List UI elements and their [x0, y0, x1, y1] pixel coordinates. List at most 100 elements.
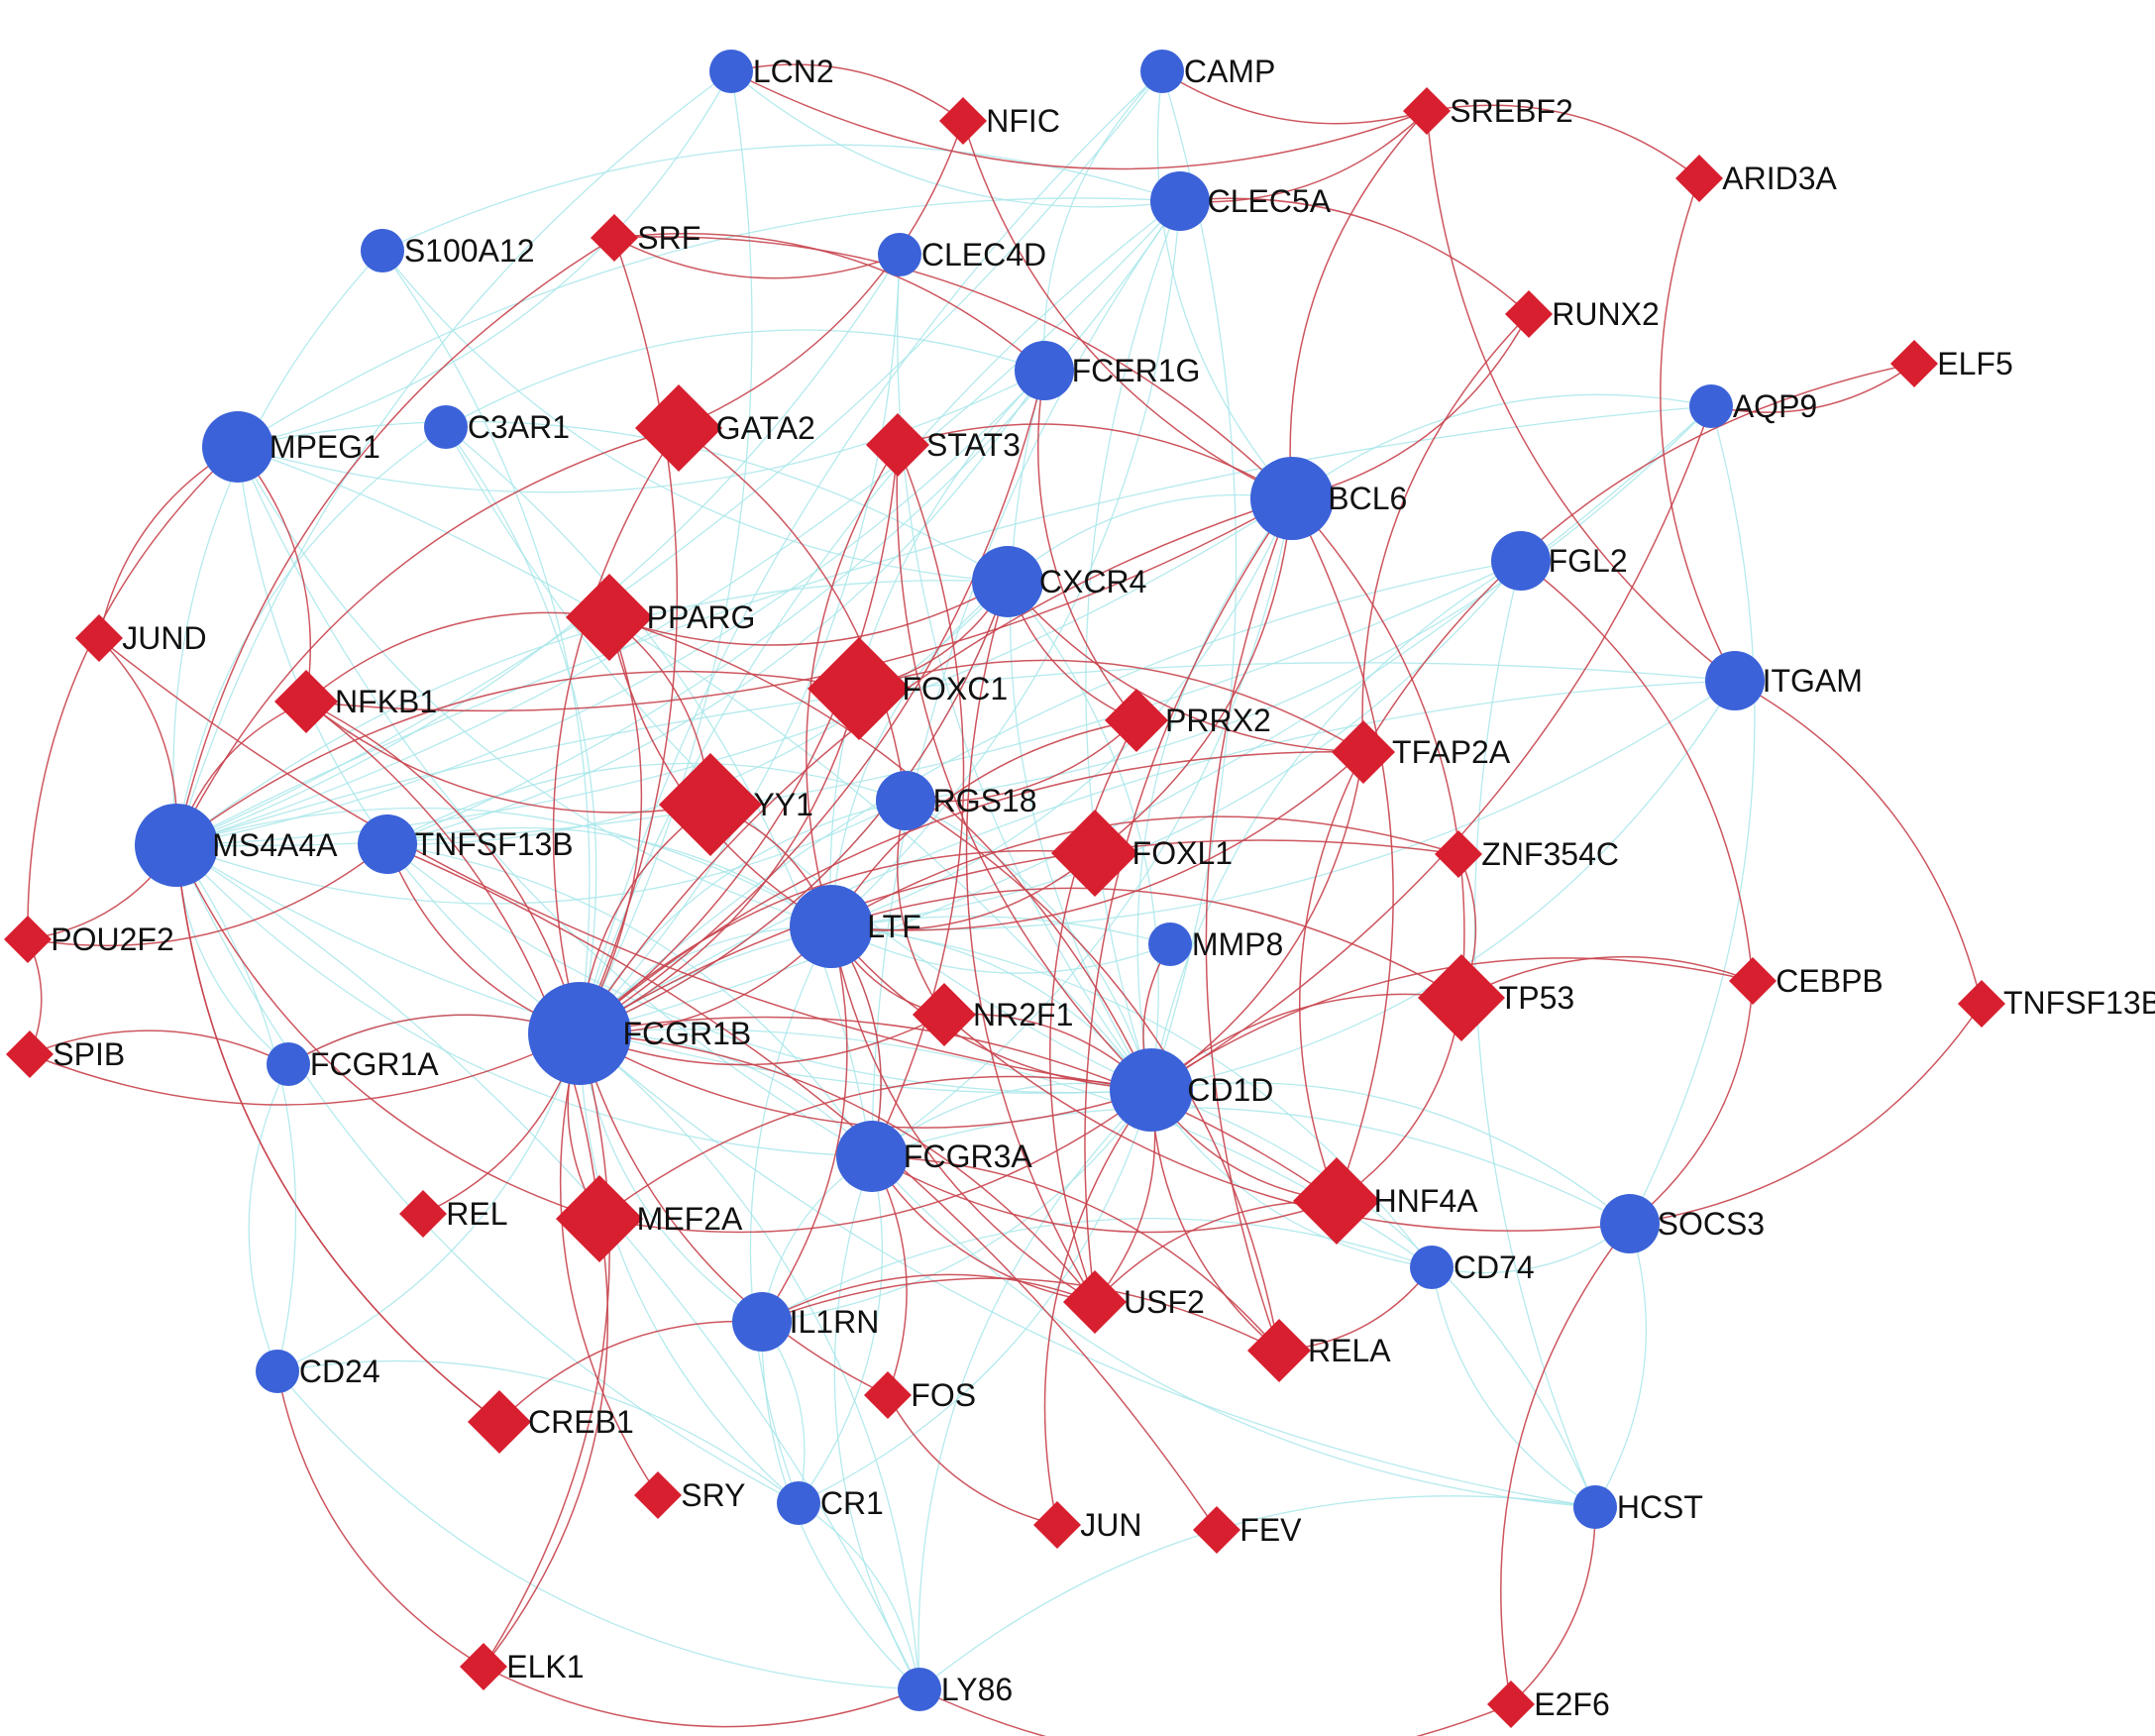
edge-nfkb1-mef2a — [305, 701, 600, 1220]
node-tnfsf13b[interactable]: TNFSF13B — [358, 814, 574, 874]
node-label: RGS18 — [933, 783, 1037, 818]
node-c3ar1[interactable]: C3AR1 — [424, 405, 570, 449]
node-fgl2[interactable]: FGL2 — [1491, 531, 1628, 591]
node-lcn2[interactable]: LCN2 — [709, 50, 834, 93]
gene-circle-icon — [1600, 1194, 1660, 1253]
node-runx2[interactable]: RUNX2 — [1505, 290, 1660, 338]
node-usf2[interactable]: USF2 — [1063, 1270, 1205, 1334]
edge-znf354c-ltf — [830, 815, 1459, 927]
node-srf[interactable]: SRF — [591, 214, 700, 262]
edge-bcl6-usf2 — [1084, 497, 1293, 1303]
node-jun[interactable]: JUN — [1033, 1501, 1141, 1549]
node-cr1[interactable]: CR1 — [777, 1481, 884, 1525]
edge-creb1-ms4a4a — [175, 844, 500, 1423]
node-foxl1[interactable]: FOXL1 — [1051, 810, 1233, 897]
node-arid3a[interactable]: ARID3A — [1675, 155, 1838, 202]
tf-diamond-icon — [1193, 1506, 1240, 1554]
node-camp[interactable]: CAMP — [1140, 50, 1275, 93]
node-label: CD74 — [1454, 1249, 1535, 1285]
node-tnfsf13b-tf[interactable]: TNFSF13B — [1958, 980, 2155, 1028]
edge-tfap2a-ltf — [830, 751, 1364, 931]
tf-diamond-icon — [1487, 1681, 1535, 1728]
node-pou2f2[interactable]: POU2F2 — [4, 916, 174, 963]
node-elf5[interactable]: ELF5 — [1890, 340, 2013, 387]
edge-lcn2-fcgr1b — [579, 70, 753, 1034]
node-clec4d[interactable]: CLEC4D — [878, 233, 1046, 276]
edge-cxcr4-ltf — [830, 581, 1009, 927]
node-label: TFAP2A — [1392, 734, 1511, 770]
node-hnf4a[interactable]: HNF4A — [1293, 1157, 1478, 1245]
node-creb1[interactable]: CREB1 — [468, 1390, 634, 1454]
node-fcgr3a[interactable]: FCGR3A — [836, 1121, 1032, 1192]
node-itgam[interactable]: ITGAM — [1705, 651, 1863, 710]
node-prrx2[interactable]: PRRX2 — [1105, 689, 1271, 752]
edge-fcgr1b-ly86 — [579, 1032, 920, 1690]
node-socs3[interactable]: SOCS3 — [1600, 1194, 1765, 1253]
node-gata2[interactable]: GATA2 — [635, 384, 815, 472]
tf-diamond-icon — [808, 637, 911, 740]
node-fcer1g[interactable]: FCER1G — [1015, 341, 1200, 400]
node-e2f6[interactable]: E2F6 — [1487, 1681, 1610, 1728]
node-fos[interactable]: FOS — [864, 1371, 976, 1419]
node-nfkb1[interactable]: NFKB1 — [274, 670, 437, 733]
node-aqp9[interactable]: AQP9 — [1689, 384, 1817, 428]
edge-il1rn-rela — [761, 1277, 1280, 1352]
node-fcgr1a[interactable]: FCGR1A — [267, 1042, 439, 1086]
node-rel[interactable]: REL — [399, 1190, 508, 1238]
node-pparg[interactable]: PPARG — [566, 574, 755, 661]
node-tfap2a[interactable]: TFAP2A — [1332, 720, 1511, 784]
tf-diamond-icon — [6, 1031, 54, 1078]
gene-circle-icon — [836, 1121, 908, 1192]
node-jund[interactable]: JUND — [75, 614, 207, 662]
edge-elk1-mef2a — [483, 1218, 609, 1668]
node-ms4a4a[interactable]: MS4A4A — [135, 804, 338, 887]
node-bcl6[interactable]: BCL6 — [1250, 457, 1407, 540]
node-label: RELA — [1308, 1333, 1391, 1368]
node-ly86[interactable]: LY86 — [898, 1668, 1013, 1711]
node-cd74[interactable]: CD74 — [1410, 1246, 1535, 1289]
edge-tnfsf13b_tf-itgam — [1734, 680, 1983, 1005]
edge-fcer1g-cd1d — [1010, 370, 1152, 1091]
node-label: TNFSF13B — [2003, 985, 2155, 1021]
node-cd24[interactable]: CD24 — [256, 1350, 380, 1393]
edge-mpeg1-fcgr1b — [237, 446, 581, 1034]
node-mef2a[interactable]: MEF2A — [556, 1175, 743, 1262]
node-clec5a[interactable]: CLEC5A — [1150, 171, 1332, 231]
node-elk1[interactable]: ELK1 — [460, 1643, 585, 1690]
edge-bcl6-nfkb1 — [305, 497, 1293, 712]
node-srebf2[interactable]: SREBF2 — [1403, 87, 1573, 135]
node-cd1d[interactable]: CD1D — [1110, 1048, 1273, 1132]
edge-cd24-cr1 — [276, 1359, 800, 1504]
node-mmp8[interactable]: MMP8 — [1148, 922, 1283, 966]
node-s100a12[interactable]: S100A12 — [361, 229, 535, 272]
gene-circle-icon — [1110, 1048, 1193, 1132]
gene-circle-icon — [1410, 1246, 1454, 1289]
edge-mpeg1-pou2f2 — [27, 446, 239, 940]
node-il1rn[interactable]: IL1RN — [732, 1292, 879, 1352]
node-sry[interactable]: SRY — [634, 1471, 745, 1519]
node-rela[interactable]: RELA — [1247, 1319, 1391, 1382]
edge-runx2-bcl6 — [1291, 313, 1530, 499]
node-stat3[interactable]: STAT3 — [866, 413, 1021, 477]
node-znf354c[interactable]: ZNF354C — [1435, 830, 1619, 878]
node-cxcr4[interactable]: CXCR4 — [972, 546, 1146, 617]
edge-fcgr1b-cd24 — [276, 1032, 581, 1372]
node-cebpb[interactable]: CEBPB — [1729, 957, 1884, 1005]
edge-s100a12-ms4a4a — [172, 250, 383, 846]
node-tp53[interactable]: TP53 — [1418, 954, 1574, 1041]
node-fcgr1b[interactable]: FCGR1B — [528, 982, 751, 1085]
edge-runx2-tfap2a — [1361, 313, 1530, 753]
node-foxc1[interactable]: FOXC1 — [808, 637, 1008, 740]
node-yy1[interactable]: YY1 — [659, 753, 813, 856]
node-rgs18[interactable]: RGS18 — [876, 771, 1037, 830]
edge-fcgr3a-ly86 — [833, 1155, 920, 1690]
node-nr2f1[interactable]: NR2F1 — [913, 983, 1073, 1046]
edge-fcgr1b-cr1 — [579, 1032, 800, 1504]
node-mpeg1[interactable]: MPEG1 — [202, 411, 380, 483]
node-nfic[interactable]: NFIC — [939, 97, 1060, 145]
node-fev[interactable]: FEV — [1193, 1506, 1302, 1554]
tf-diamond-icon — [1293, 1157, 1380, 1245]
node-hcst[interactable]: HCST — [1573, 1485, 1703, 1529]
node-ltf[interactable]: LTF — [790, 885, 921, 968]
node-spib[interactable]: SPIB — [6, 1031, 125, 1078]
